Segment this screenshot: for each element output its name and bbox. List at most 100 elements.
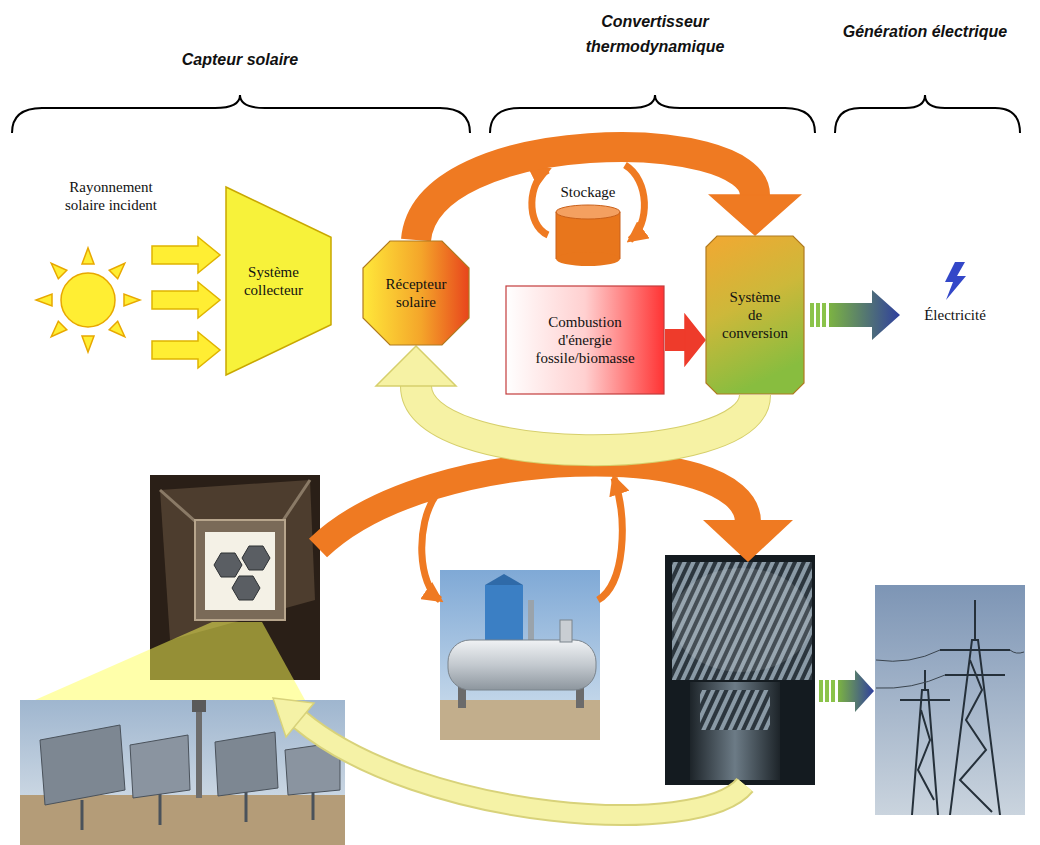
node-label: Combustion d'énergie fossile/biomasse xyxy=(525,313,645,367)
electricity-arrow xyxy=(825,680,829,702)
pylon-photo xyxy=(974,600,976,640)
pylon-photo xyxy=(950,640,1000,815)
storage-photo xyxy=(528,600,534,645)
heliostat-photo xyxy=(40,725,125,805)
heliostat-photo xyxy=(130,735,190,798)
turbine-photo xyxy=(700,690,770,730)
pylon-photo xyxy=(876,650,1024,688)
pylon-photo xyxy=(875,585,1025,815)
electricity-arrow xyxy=(819,670,874,712)
collector-trapezoid-outline xyxy=(225,186,332,376)
collector-trapezoid-outline xyxy=(226,187,331,375)
electricity-arrow xyxy=(822,303,826,327)
sun-icon xyxy=(124,294,140,306)
pylon-photo xyxy=(876,675,945,688)
storage-tank-outline xyxy=(556,252,620,266)
radiation-arrow xyxy=(152,237,220,273)
sun-icon xyxy=(109,321,129,341)
heliostat-photo xyxy=(192,700,206,712)
turbine-photo xyxy=(690,682,780,780)
storage-loop xyxy=(422,478,622,600)
electricity-arrow xyxy=(810,290,900,340)
heliostat-photo xyxy=(312,792,315,820)
heliostat-photo xyxy=(81,800,84,830)
radiation-arrow xyxy=(152,282,220,318)
receiver-octagon: Récepteur solaire xyxy=(362,240,470,346)
node-label: Système de conversion xyxy=(721,288,789,342)
section-brace xyxy=(835,95,1020,133)
electricity-arrow xyxy=(829,290,900,340)
node-label: Stockage xyxy=(548,183,628,201)
receiver-photo xyxy=(195,520,285,620)
storage-photo xyxy=(448,640,596,690)
pylon-photo xyxy=(918,710,934,800)
storage-loop xyxy=(598,478,622,600)
combustion-box: Combustion d'énergie fossile/biomasse xyxy=(505,285,665,395)
electricity-arrow xyxy=(831,680,835,702)
radiation-arrow xyxy=(152,237,220,368)
conversion-box-outline xyxy=(706,236,804,394)
sun-icon xyxy=(82,248,94,264)
section-heading: Convertisseur thermodynamique xyxy=(565,10,745,60)
storage-photo xyxy=(440,570,600,740)
storage-photo xyxy=(440,570,600,740)
heat-flow-arrow xyxy=(318,463,793,562)
heat-flow-arrow xyxy=(703,520,793,562)
electricity-arrow xyxy=(838,670,874,712)
heat-flow-arrow xyxy=(318,463,748,548)
section-brace xyxy=(490,95,815,133)
sun-icon xyxy=(36,294,52,306)
turbine-photo xyxy=(665,555,815,785)
pylon-photo xyxy=(900,600,1010,815)
arrow-head xyxy=(376,346,456,386)
storage-loop xyxy=(532,170,548,235)
node-label: Système collecteur xyxy=(231,263,316,299)
turbine-photo xyxy=(672,568,812,672)
collector-trapezoid: Système collecteur xyxy=(225,186,332,376)
storage-loop xyxy=(422,495,440,600)
output-label: Électricité xyxy=(910,306,1000,324)
storage-tank-outline xyxy=(556,212,557,259)
electricity-arrow xyxy=(810,303,814,327)
section-brace xyxy=(12,95,1020,133)
receiver-photo xyxy=(232,576,260,600)
return-arrow xyxy=(300,720,745,815)
heliostat-photo xyxy=(196,706,202,798)
radiation-arrow xyxy=(152,332,220,368)
receiver-octagon-outline xyxy=(362,240,470,346)
receiver-photo xyxy=(205,532,275,610)
section-brace xyxy=(12,95,470,133)
storage-photo xyxy=(560,620,572,642)
section-heading: Génération électrique xyxy=(825,20,1025,45)
sun-beam xyxy=(35,622,305,700)
receiver-photo xyxy=(160,480,315,640)
return-arrow xyxy=(300,720,745,815)
conversion-box: Système de conversion xyxy=(705,235,805,395)
arrow-head xyxy=(710,195,800,235)
receiver-photo xyxy=(214,553,242,577)
storage-tank: Stockage xyxy=(548,183,628,268)
pylon-photo xyxy=(940,649,1010,651)
heliostat-photo xyxy=(215,732,278,796)
storage-photo xyxy=(485,585,523,647)
receiver-photo xyxy=(242,546,270,570)
flow-arrow xyxy=(665,315,705,365)
storage-loop xyxy=(625,165,644,240)
flow-arrow xyxy=(665,329,685,351)
turbine-photo xyxy=(665,555,815,785)
electricity-arrow xyxy=(816,303,820,327)
pylon-photo xyxy=(912,690,938,815)
heliostat-photo xyxy=(245,792,248,822)
flow-arrow xyxy=(416,386,755,450)
sun-icon xyxy=(109,259,129,279)
sun-icon xyxy=(47,321,67,341)
pylon-photo xyxy=(876,650,940,661)
node-label: Récepteur solaire xyxy=(372,275,460,311)
input-label: Rayonnement solaire incident xyxy=(50,178,172,214)
turbine-photo xyxy=(672,562,812,680)
receiver-octagon-outline xyxy=(363,241,469,345)
pylon-photo xyxy=(960,660,992,812)
